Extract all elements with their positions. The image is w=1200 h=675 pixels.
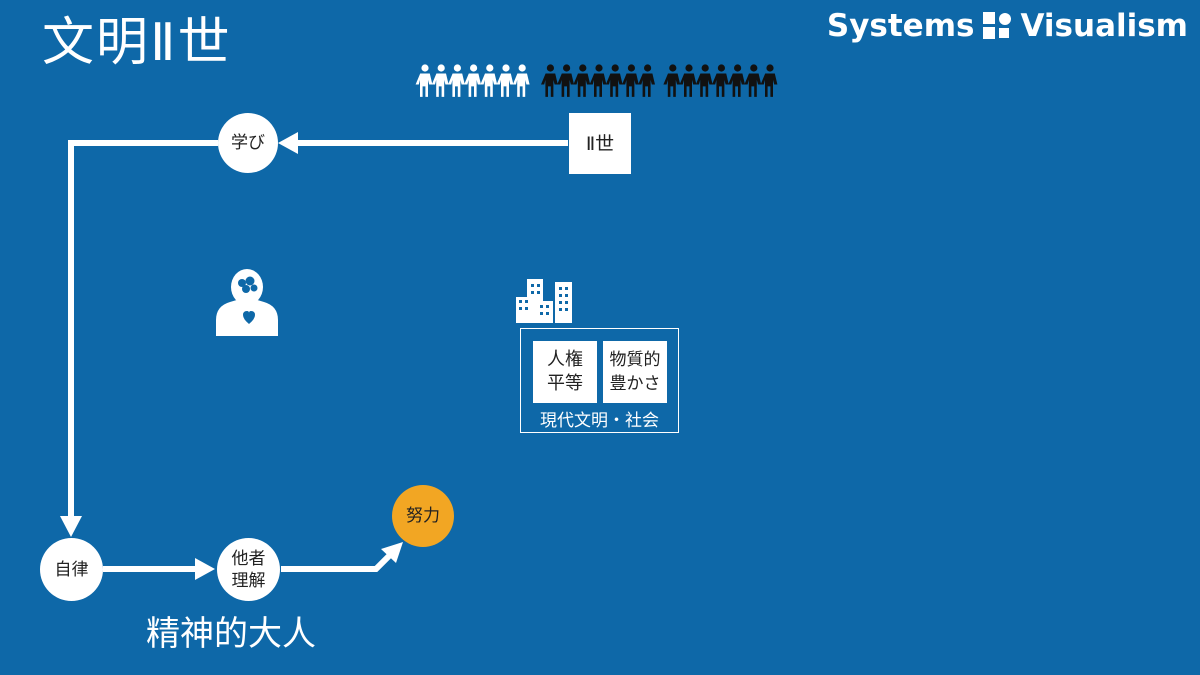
arrow-learning-to-autonomy [68, 140, 218, 522]
human-rights-line1: 人権 [547, 349, 583, 370]
arrowhead-learning [278, 132, 298, 154]
logo-text-visualism: Visualism [1020, 8, 1188, 44]
brand-logo: Systems Visualism [827, 4, 1188, 48]
arrowhead-autonomy [60, 516, 82, 537]
material-line2: 豊かさ [609, 374, 661, 394]
understanding-line1: 他者 [231, 548, 266, 569]
arrow-understanding-to-effort [281, 550, 395, 572]
understanding-node: 他者 理解 [217, 538, 280, 601]
generation-node: Ⅱ世 [569, 113, 631, 174]
effort-node: 努力 [392, 485, 454, 547]
learning-node: 学び [218, 113, 278, 173]
understanding-line2: 理解 [231, 570, 266, 591]
material-wealth-box: 物質的 豊かさ [603, 341, 667, 403]
human-rights-line2: 平等 [547, 373, 583, 394]
arrowhead-effort [381, 542, 403, 563]
loop-logo-icon [983, 12, 1012, 39]
logo-text-systems: Systems [826, 8, 975, 44]
human-rights-box: 人権 平等 [533, 341, 597, 403]
modern-society-frame [520, 328, 679, 433]
page-title: 文明Ⅱ世 [42, 13, 232, 73]
autonomy-node: 自律 [40, 538, 103, 601]
mental-adult-label: 精神的大人 [146, 614, 316, 654]
material-line1: 物質的 [609, 350, 661, 370]
modern-society-label: 現代文明・社会 [540, 411, 659, 431]
arrowhead-understanding [195, 558, 215, 580]
